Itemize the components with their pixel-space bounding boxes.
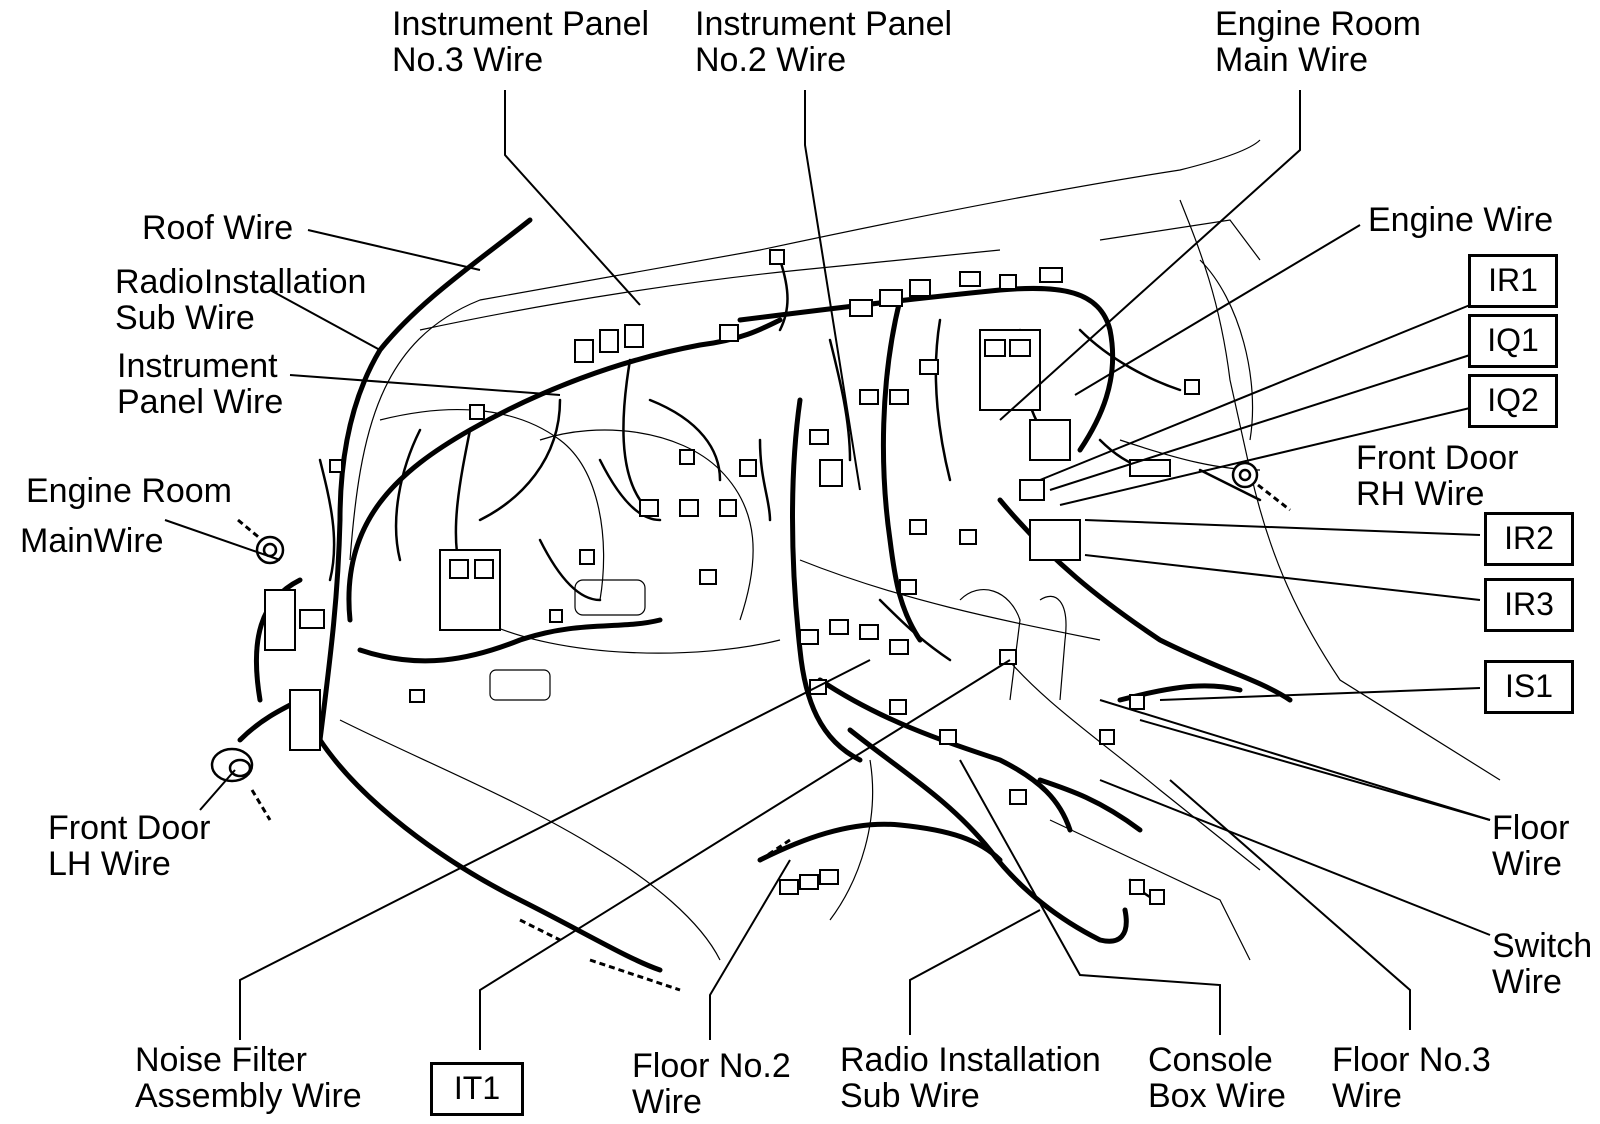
wire-ends — [237, 483, 1291, 992]
connector-code-ir1: IR1 — [1468, 254, 1558, 308]
label-engine-wire: Engine Wire — [1368, 201, 1554, 239]
connector-code-is1: IS1 — [1484, 660, 1574, 714]
connector-code-iq2: IQ2 — [1468, 374, 1558, 428]
vehicle-body-outline — [339, 139, 1501, 961]
grommets — [210, 461, 1259, 783]
wire-harness — [237, 217, 1293, 973]
connector-code-ir2: IR2 — [1484, 512, 1574, 566]
connector-code-it1: IT1 — [430, 1062, 524, 1116]
connector-blocks — [264, 249, 1200, 905]
connector-code-iq1: IQ1 — [1468, 314, 1558, 368]
label-roof-wire: Roof Wire — [142, 209, 294, 247]
connector-code-ir3: IR3 — [1484, 578, 1574, 632]
leader-lines — [164, 90, 1491, 1050]
